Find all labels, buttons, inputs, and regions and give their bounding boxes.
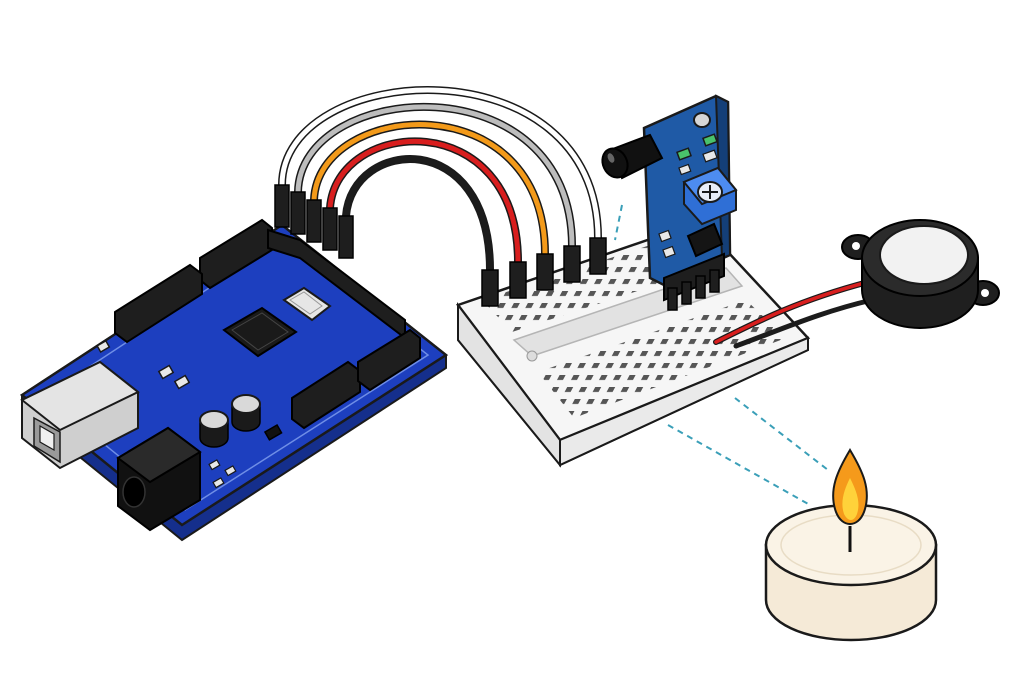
arduino-board[interactable] [19,218,449,542]
analog-header[interactable] [291,360,361,430]
wire-gray-arduino-connector [290,191,306,235]
crystal-oscillator-icon [282,286,332,322]
wire-red[interactable] [327,138,521,265]
buzzer-wire-black [733,297,875,349]
breadboard-wire-pins [481,237,607,307]
power-header[interactable] [114,263,203,344]
smd-components [96,339,283,489]
wire-red-arduino-connector [322,207,338,251]
wire-gray[interactable] [295,104,575,249]
flame-sensor-module[interactable] [598,94,738,311]
power-led-icon [702,133,718,147]
tealight-candle [764,448,938,642]
dc-power-jack-icon[interactable] [116,426,202,532]
wire-white-breadboard-connector [589,237,607,275]
wire-gray-breadboard-connector [563,245,581,283]
ir-receiver-led-icon [601,133,664,180]
buzzer-membrane [879,225,969,285]
microcontroller-chip-icon [222,306,298,358]
wire-orange-breadboard-connector [536,253,554,291]
jumper-wires[interactable] [274,86,602,274]
usb-port-icon[interactable] [20,360,140,470]
wire-orange[interactable] [311,122,548,257]
sensor-header-pins[interactable] [663,252,725,311]
ir-beam [614,204,829,506]
signal-led-icon [676,147,692,161]
wire-white-arduino-connector [274,184,290,228]
icsp-header[interactable] [357,328,421,392]
mounting-hole-icon [693,112,711,128]
piezo-buzzer[interactable] [713,219,1000,349]
wire-red-breadboard-connector [509,261,527,299]
wire-white[interactable] [279,87,601,241]
wire-black[interactable] [343,156,493,273]
breadboard[interactable] [455,220,811,468]
potentiometer-icon[interactable] [682,166,738,226]
capacitor-icon [199,394,261,448]
comparator-chip-icon [686,222,724,258]
wire-black-breadboard-connector [481,269,499,307]
breadboard-holes-lower [538,300,786,418]
buzzer-body-icon [841,219,1000,329]
wire-black-arduino-connector [338,215,354,259]
wire-orange-arduino-connector [306,199,322,243]
flame-icon [832,448,868,525]
